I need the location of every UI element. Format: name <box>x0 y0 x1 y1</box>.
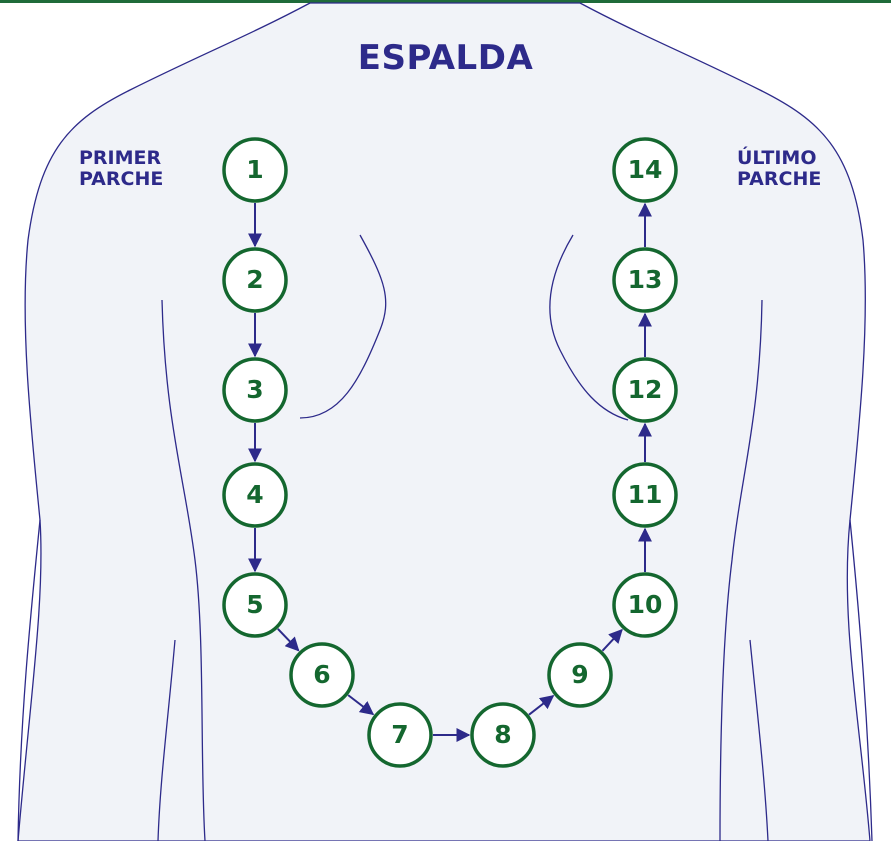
arrows-layer <box>248 202 652 742</box>
left-lower-line <box>157 639 176 841</box>
patch-number: 12 <box>628 375 663 404</box>
patch-number: 11 <box>628 480 663 509</box>
last-patch-label-line1: ÚLTIMO <box>737 147 817 169</box>
patch-1: 1 <box>222 137 288 203</box>
patch-number: 6 <box>313 660 330 689</box>
patch-circle <box>612 572 678 638</box>
patch-circle <box>612 357 678 423</box>
patch-14: 14 <box>612 137 678 203</box>
patch-3: 3 <box>222 357 288 423</box>
patch-8: 8 <box>470 702 536 768</box>
arrow-9-to-10 <box>601 628 623 652</box>
patch-circle <box>222 572 288 638</box>
patch-number: 7 <box>391 720 408 749</box>
patch-number: 1 <box>246 155 263 184</box>
patch-circle <box>470 702 536 768</box>
arrow-5-to-6 <box>277 628 300 652</box>
right-outer-arm-line <box>849 519 873 841</box>
patch-9: 9 <box>547 642 613 708</box>
left-arm-line <box>161 299 206 841</box>
patch-2: 2 <box>222 247 288 313</box>
arrow-8-to-9 <box>528 695 555 716</box>
patch-circle <box>222 462 288 528</box>
diagram-title: ESPALDA <box>357 38 534 78</box>
patch-circle <box>367 702 433 768</box>
first-patch-label: PRIMER PARCHE <box>79 148 163 190</box>
patch-circle <box>612 137 678 203</box>
patch-circle <box>289 642 355 708</box>
patch-circle <box>222 357 288 423</box>
left-shoulder-blade <box>299 234 387 419</box>
patch-circle <box>547 642 613 708</box>
patch-circle <box>222 247 288 313</box>
right-lower-line <box>749 639 769 841</box>
patch-10: 10 <box>612 572 678 638</box>
patch-number: 2 <box>246 265 263 294</box>
patch-number: 14 <box>628 155 663 184</box>
patch-4: 4 <box>222 462 288 528</box>
top-rule <box>0 0 891 3</box>
first-patch-label-line1: PRIMER <box>79 147 162 169</box>
patch-number: 13 <box>628 265 663 294</box>
first-patch-label-line2: PARCHE <box>79 168 164 190</box>
patch-12: 12 <box>612 357 678 423</box>
patch-6: 6 <box>289 642 355 708</box>
left-outer-arm-line <box>17 519 41 841</box>
patch-number: 4 <box>246 480 263 509</box>
patch-7: 7 <box>367 702 433 768</box>
patch-number: 10 <box>628 590 663 619</box>
last-patch-label-line2: PARCHE <box>737 168 822 190</box>
patch-number: 9 <box>571 660 588 689</box>
patch-number: 5 <box>246 590 263 619</box>
patch-circle <box>612 462 678 528</box>
patch-circle <box>222 137 288 203</box>
patch-number: 3 <box>246 375 263 404</box>
patch-number: 8 <box>494 720 511 749</box>
patch-circle <box>612 247 678 313</box>
last-patch-label: ÚLTIMO PARCHE <box>737 148 821 190</box>
arrow-6-to-7 <box>347 694 375 716</box>
right-shoulder-blade <box>549 234 629 421</box>
right-arm-line <box>719 299 763 841</box>
torso-silhouette <box>17 2 871 841</box>
patch-5: 5 <box>222 572 288 638</box>
patch-13: 13 <box>612 247 678 313</box>
patch-11: 11 <box>612 462 678 528</box>
